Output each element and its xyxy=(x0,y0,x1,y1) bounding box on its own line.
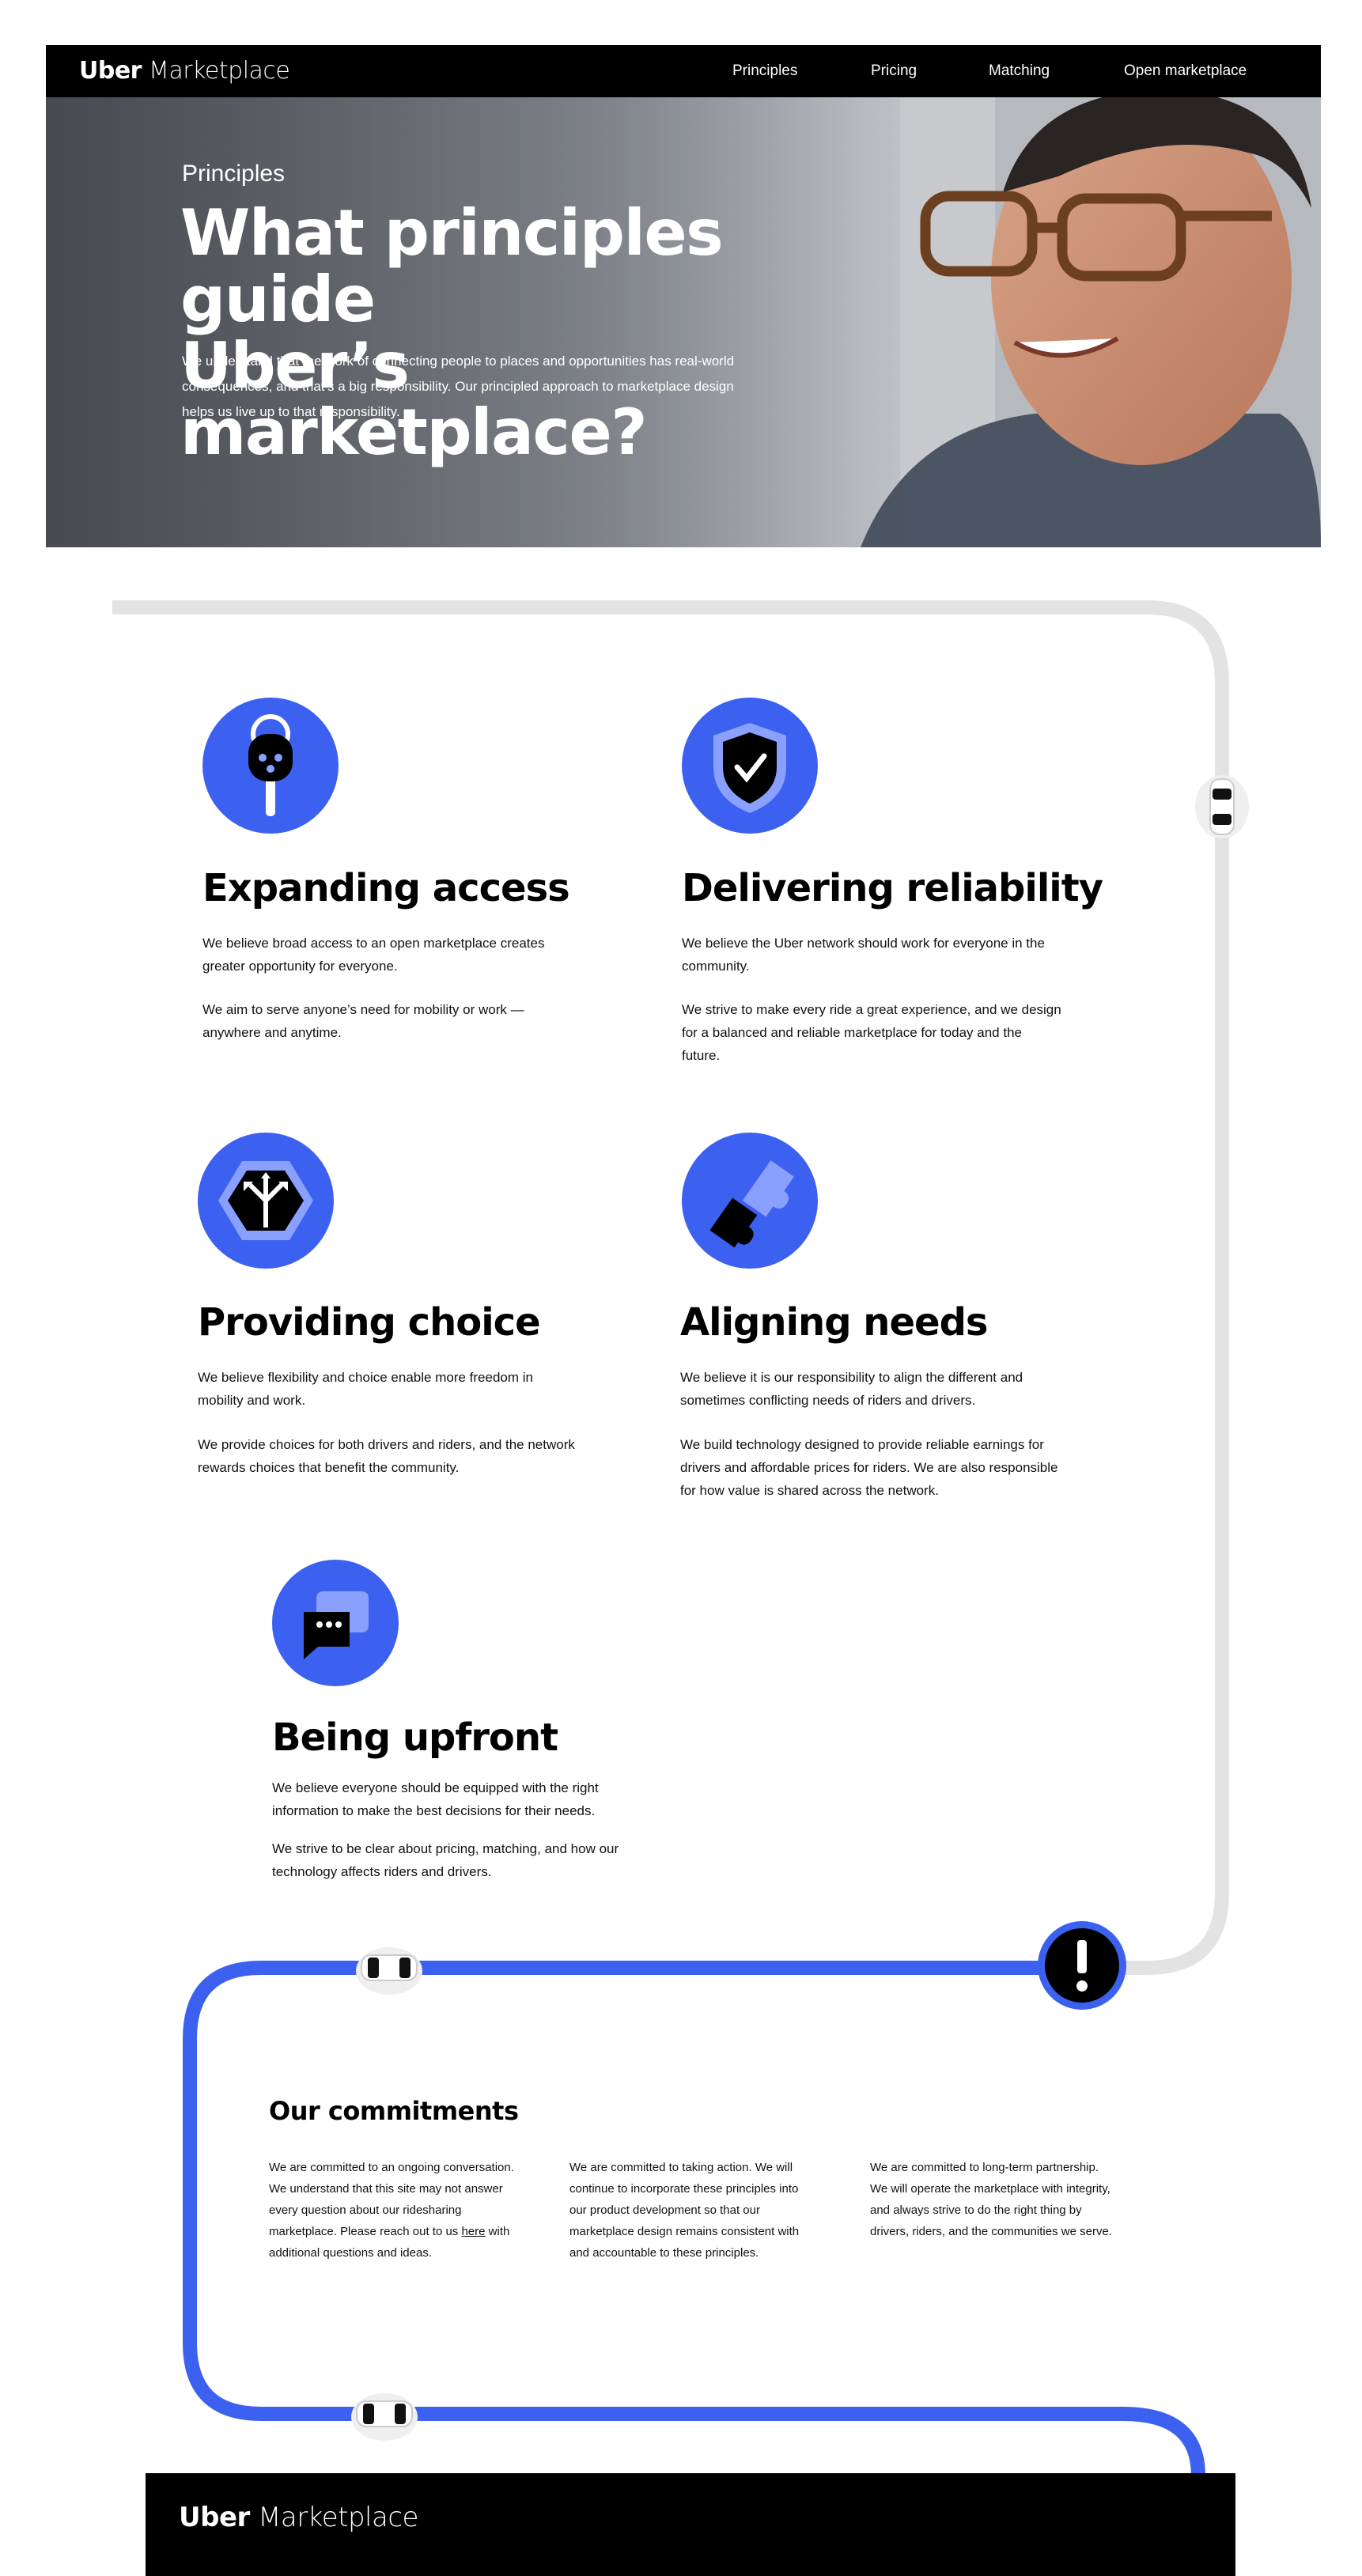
shield-check-icon xyxy=(682,698,818,834)
page-title-line-2: Uber’s marketplace? xyxy=(180,329,648,469)
principle-text: We believe the Uber network should work … xyxy=(682,936,1045,974)
principle-title-aligning-needs: Aligning needs xyxy=(680,1300,988,1345)
principle-text: We aim to serve anyone’s need for mobili… xyxy=(202,1002,524,1040)
contact-here-link[interactable]: here xyxy=(461,2225,486,2238)
top-nav: Uber Marketplace Principles Pricing Matc… xyxy=(46,45,1321,97)
car-icon xyxy=(351,2393,418,2441)
hero-overlay xyxy=(46,97,916,547)
commitment-text-1-after: with additional questions and ideas. xyxy=(269,2225,510,2260)
principle-text: We strive to be clear about pricing, mat… xyxy=(272,1841,619,1879)
principle-text: We believe it is our responsibility to a… xyxy=(680,1370,1023,1408)
nav-logo[interactable]: Uber Marketplace xyxy=(79,45,290,97)
principle-text: We believe broad access to an open marke… xyxy=(202,936,545,974)
car-icon xyxy=(356,1947,422,1995)
commitments-title: Our commitments xyxy=(269,2096,519,2126)
hero-eyebrow: Principles xyxy=(182,161,286,187)
exclamation-icon xyxy=(1038,1921,1126,2010)
principle-title-delivering-reliability: Delivering reliability xyxy=(682,866,1103,910)
footer: Uber Marketplace xyxy=(146,2473,1235,2576)
commitment-text-1-before: We are committed to an ongoing conversat… xyxy=(269,2161,514,2238)
hero-photo xyxy=(861,97,1321,547)
nav-pricing[interactable]: Pricing xyxy=(871,62,917,79)
key-fob-icon xyxy=(202,698,339,834)
principle-title-being-upfront: Being upfront xyxy=(272,1715,558,1760)
nav-open-marketplace[interactable]: Open marketplace xyxy=(1124,62,1247,79)
principle-text: We believe everyone should be equipped w… xyxy=(272,1780,599,1818)
logo-uber: Uber xyxy=(79,57,142,85)
page-title: What principles guide Uber’s marketplace… xyxy=(180,200,892,466)
principle-text: We believe flexibility and choice enable… xyxy=(198,1370,533,1408)
principle-title-providing-choice: Providing choice xyxy=(198,1300,541,1345)
principle-title-expanding-access: Expanding access xyxy=(202,866,570,910)
footer-logo-marketplace: Marketplace xyxy=(258,2502,418,2533)
principle-text: We provide choices for both drivers and … xyxy=(198,1437,575,1475)
hero-description: We understand that the work of connectin… xyxy=(182,354,735,419)
nav-principles[interactable]: Principles xyxy=(732,62,798,79)
logo-marketplace: Marketplace xyxy=(149,57,290,85)
car-icon xyxy=(1195,775,1249,838)
commitment-text-3: We are committed to long-term partnershi… xyxy=(870,2161,1112,2238)
commitment-text-1: We are committed to an ongoing conversat… xyxy=(269,2157,518,2264)
puzzle-pieces-icon xyxy=(682,1133,818,1269)
principle-text: We strive to make every ride a great exp… xyxy=(682,1002,1061,1063)
principle-text: We build technology designed to provide … xyxy=(680,1437,1058,1498)
chat-bubbles-icon xyxy=(272,1560,399,1686)
footer-logo[interactable]: Uber Marketplace xyxy=(179,2502,418,2533)
footer-logo-uber: Uber xyxy=(179,2502,250,2533)
commitment-text-2: We are committed to taking action. We wi… xyxy=(569,2161,800,2260)
nav-matching[interactable]: Matching xyxy=(989,62,1050,79)
page-title-line-1: What principles guide xyxy=(180,196,724,336)
hero-banner: Principles What principles guide Uber’s … xyxy=(46,97,1321,547)
diverging-arrows-icon xyxy=(198,1133,334,1269)
